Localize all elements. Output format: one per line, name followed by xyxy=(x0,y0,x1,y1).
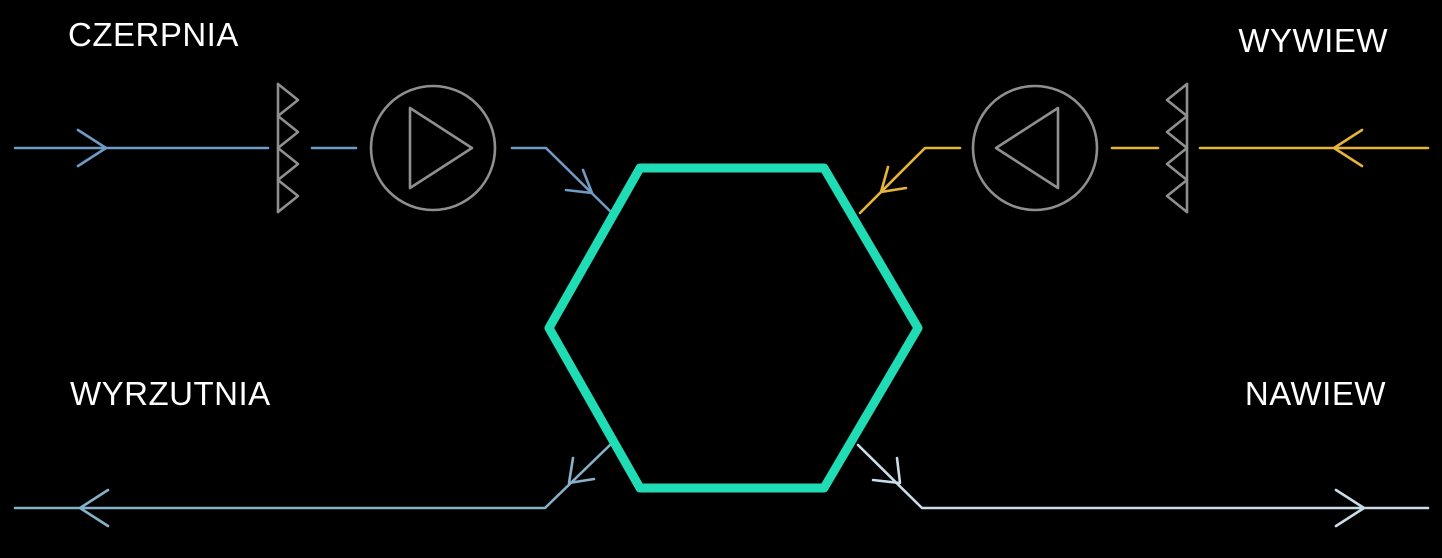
exhaust-arrow-icon xyxy=(78,488,110,528)
label-intake: CZERPNIA xyxy=(68,16,239,53)
label-exhaust: WYRZUTNIA xyxy=(70,375,271,412)
supply-line xyxy=(856,443,1430,510)
heat-exchanger-hexagon xyxy=(544,163,923,493)
intake-air-path xyxy=(13,128,614,215)
extract-filter-icon xyxy=(1165,82,1189,214)
intake-arrow-icon xyxy=(76,128,108,168)
extract-fan-icon xyxy=(971,84,1099,212)
supply-air-path xyxy=(856,443,1430,528)
extract-chevron-icon xyxy=(879,165,908,194)
extract-line-to-exchanger xyxy=(858,146,962,215)
exhaust-chevron-icon xyxy=(567,456,596,485)
intake-line-to-exchanger xyxy=(510,146,614,215)
label-extract: WYWIEW xyxy=(1238,22,1388,59)
intake-fan-icon xyxy=(369,84,497,212)
intake-filter-icon xyxy=(276,82,300,214)
supply-chevron-icon xyxy=(871,456,902,485)
label-supply: NAWIEW xyxy=(1245,375,1386,412)
exhaust-line xyxy=(13,443,612,510)
supply-arrow-icon xyxy=(1334,488,1366,528)
exhaust-air-path xyxy=(13,443,612,528)
extract-arrow-icon xyxy=(1332,128,1364,168)
intake-chevron-icon xyxy=(564,168,594,195)
extract-air-path xyxy=(858,128,1430,215)
